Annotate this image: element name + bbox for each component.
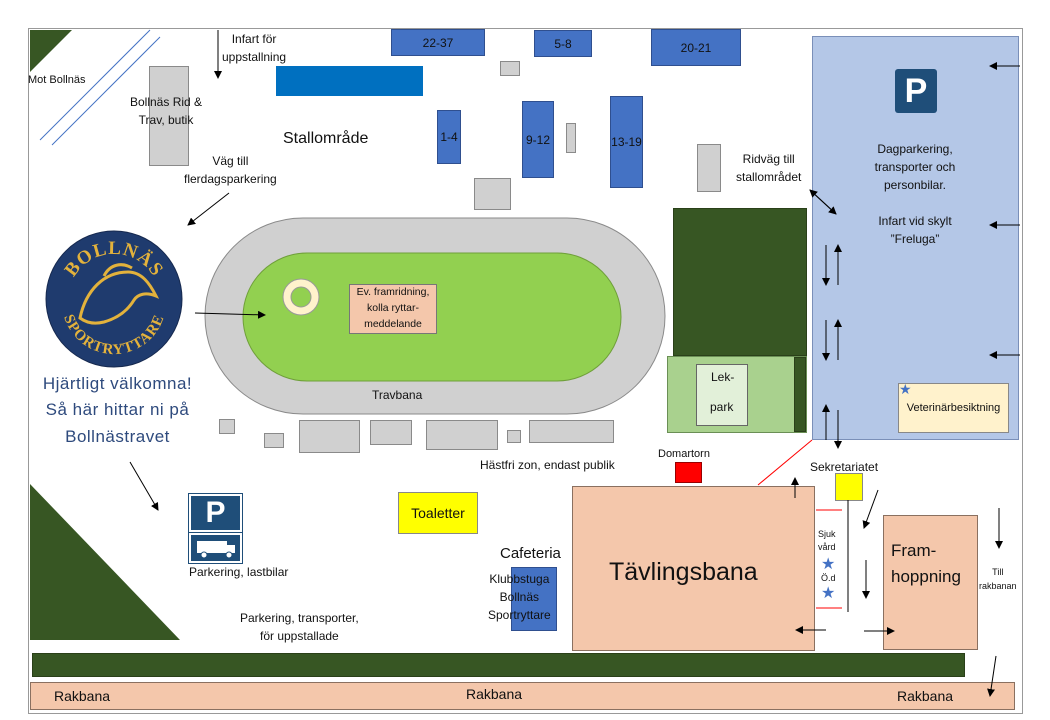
cafeteria-label: Cafeteria xyxy=(500,545,561,562)
bldg-2 xyxy=(264,433,284,448)
infart-skylt-label: Infart vid skylt”Freluga” xyxy=(878,214,952,246)
klubbstuga-building xyxy=(511,567,557,631)
stable-20-21: 20-21 xyxy=(651,29,741,66)
bldg-7 xyxy=(529,420,614,443)
rakbana-right-label: Rakbana xyxy=(897,688,954,704)
framridning-box: Ev. framridning,kolla ryttar-meddelande xyxy=(349,284,437,334)
rakbana-mid-label: Rakbana xyxy=(466,686,523,702)
stable-13-19: 13-19 xyxy=(610,96,643,188)
domartorn-label: Domartorn xyxy=(658,448,710,460)
veterinar-box: Veterinärbesiktning xyxy=(898,383,1009,433)
lekpark-label-2: park xyxy=(710,400,734,414)
lekpark-label-1: Lek- xyxy=(711,370,735,384)
lekpark-strip xyxy=(794,357,806,432)
sekretariatet-label: Sekretariatet xyxy=(810,460,879,474)
lekpark-box xyxy=(696,364,748,426)
rid-trav-building xyxy=(149,66,189,166)
sjukvard-star-icon: ★ xyxy=(821,556,836,573)
travbana-label: Travbana xyxy=(372,388,423,402)
bldg-1 xyxy=(219,419,235,434)
bldg-6 xyxy=(507,430,521,443)
stable-22-37: 22-37 xyxy=(391,29,485,56)
framhoppning xyxy=(883,515,978,650)
welcome-line-1: Hjärtligt välkomna! xyxy=(42,374,193,393)
welcome-line-3: Bollnästravet xyxy=(65,426,170,446)
small-building-2 xyxy=(566,123,576,153)
welcome-text: Hjärtligt välkomna! Så här hittar ni på … xyxy=(30,371,205,450)
stable-9-12: 9-12 xyxy=(522,101,554,178)
parkering-transporter-label: Parkering, transporter,för uppstallade xyxy=(240,611,359,643)
domartorn xyxy=(675,462,702,483)
toaletter: Toaletter xyxy=(398,492,478,534)
rakbana xyxy=(30,682,1015,710)
od-star-icon: ★ xyxy=(821,585,836,602)
building-a xyxy=(474,178,511,210)
parkering-lastbilar-label: Parkering, lastbilar xyxy=(189,565,289,579)
rakbana-left-label: Rakbana xyxy=(54,688,111,704)
hastfri-label: Hästfri zon, endast publik xyxy=(480,458,615,472)
mot-bollnas-label: Mot Bollnäs xyxy=(28,74,86,86)
map-border xyxy=(28,28,1023,714)
blue-bar xyxy=(276,66,423,96)
framhoppning-label: Fram-hoppning xyxy=(891,541,961,586)
truck-icon xyxy=(188,532,243,564)
sekretariatet xyxy=(835,473,863,501)
green-field xyxy=(673,208,807,356)
bldg-4 xyxy=(370,420,412,445)
small-building xyxy=(500,61,520,76)
star-icon: ★ xyxy=(899,381,912,397)
tavlingsbana-label: Tävlingsbana xyxy=(609,558,758,586)
building-b xyxy=(697,144,721,192)
stable-5-8: 5-8 xyxy=(534,30,592,57)
rid-trav-label: Bollnäs Rid &Trav, butik xyxy=(130,95,203,127)
od-label: Ö.d xyxy=(821,573,836,583)
parking-sign-truck: P xyxy=(188,493,243,533)
tavlingsbana xyxy=(572,486,815,651)
bldg-5 xyxy=(426,420,498,450)
green-strip xyxy=(32,653,965,677)
welcome-line-2: Så här hittar ni på xyxy=(45,400,190,420)
stallomrade-label: Stallområde xyxy=(283,130,369,147)
parking-sign-large: P xyxy=(895,69,937,113)
stable-1-4: 1-4 xyxy=(437,110,461,164)
bldg-3 xyxy=(299,420,360,453)
